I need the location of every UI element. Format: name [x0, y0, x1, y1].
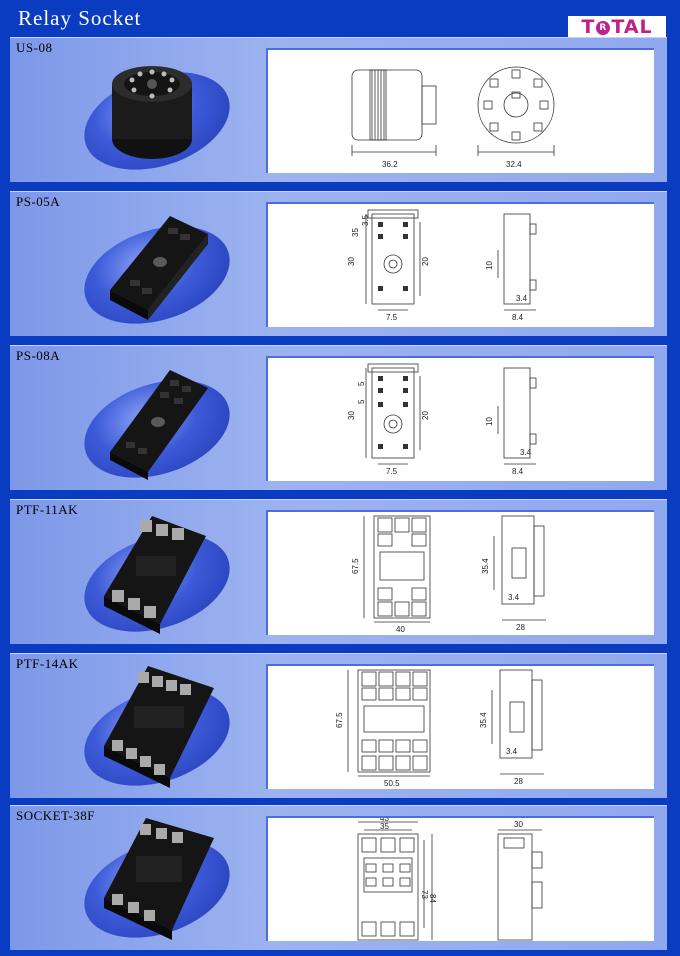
dimension-label: 43	[380, 818, 389, 823]
dimension-label: 67.5	[351, 558, 360, 574]
product-model-label: PTF-11AK	[16, 502, 79, 517]
product-photo-socket-38f	[104, 818, 214, 940]
product-row-us-08: US-08 36.2	[10, 37, 667, 187]
dimension-label: 7.5	[386, 313, 398, 322]
dimension-label: 5	[357, 381, 366, 386]
dimension-label: 28	[516, 623, 525, 632]
product-photo-ps-08a	[110, 370, 208, 480]
dimension-label: 32.4	[506, 160, 522, 169]
dimension-label: 30	[514, 820, 523, 829]
dimension-label: 5	[357, 399, 366, 404]
dimension-label: 40	[396, 625, 405, 634]
dimension-label: 28	[514, 777, 523, 786]
dimension-label: 35	[351, 228, 360, 237]
dimension-label: 8.4	[512, 467, 524, 476]
dimension-label: 67.5	[335, 712, 344, 728]
dimension-label: 10	[485, 261, 494, 270]
dimension-label: 20	[421, 411, 430, 420]
drawing-panel-ps-05a: 35 3.5 30 20 7.5 10 3.4 8.4	[266, 202, 654, 327]
dimension-label: 7.5	[386, 467, 398, 476]
dimension-label: 3.4	[516, 294, 528, 303]
dimension-label: 35	[380, 822, 389, 831]
product-row-socket-38f: SOCKET-38F 43 35 73 84 30	[10, 805, 667, 955]
product-row-ps-08a: PS-08A 5 5 30 20 7.5 10	[10, 345, 667, 495]
dimension-label: 3.5	[361, 214, 370, 226]
page-title: Relay Socket	[18, 6, 142, 30]
product-photo-ptf-14ak	[104, 666, 214, 788]
dimension-label: 8.4	[512, 313, 524, 322]
product-model-label: SOCKET-38F	[16, 808, 95, 823]
dimension-label: 10	[485, 417, 494, 426]
drawing-panel-ptf-14ak: 67.5 50.5 35.4 3.4 28	[266, 664, 654, 789]
product-photo-ps-05a	[110, 216, 208, 320]
dimension-label: 35.4	[481, 558, 490, 574]
dimension-label: 36.2	[382, 160, 398, 169]
dimension-label: 30	[347, 257, 356, 266]
product-row-ps-05a: PS-05A 35 3.5 30 20 7.5 10	[10, 191, 667, 341]
dimension-label: 20	[421, 257, 430, 266]
dimension-label: 50.5	[384, 779, 400, 788]
registered-mark-icon: R	[596, 20, 611, 35]
product-row-ptf-11ak: PTF-11AK 67.5 40 35.4 3.4 2	[10, 499, 667, 649]
drawing-panel-us-08: 36.2 32.4	[266, 48, 654, 173]
drawing-panel-ptf-11ak: 67.5 40 35.4 3.4 28	[266, 510, 654, 635]
product-model-label: PS-05A	[16, 194, 61, 209]
product-model-label: PTF-14AK	[16, 656, 79, 671]
dimension-label: 35.4	[479, 712, 488, 728]
drawing-panel-ps-08a: 5 5 30 20 7.5 10 3.4 8.4	[266, 356, 654, 481]
product-model-label: PS-08A	[16, 348, 61, 363]
dimension-label: 3.4	[520, 448, 532, 457]
drawing-panel-socket-38f: 43 35 73 84 30	[266, 816, 654, 941]
dimension-label: 3.4	[508, 593, 520, 602]
product-photo-ptf-11ak	[104, 516, 206, 634]
dimension-label: 3.4	[506, 747, 518, 756]
product-photo-us-08	[112, 66, 192, 159]
dimension-label: 73	[420, 890, 429, 899]
dimension-label: 84	[428, 894, 437, 903]
product-model-label: US-08	[16, 40, 53, 55]
product-row-ptf-14ak: PTF-14AK 67.5 50.5	[10, 653, 667, 803]
dimension-label: 30	[347, 411, 356, 420]
